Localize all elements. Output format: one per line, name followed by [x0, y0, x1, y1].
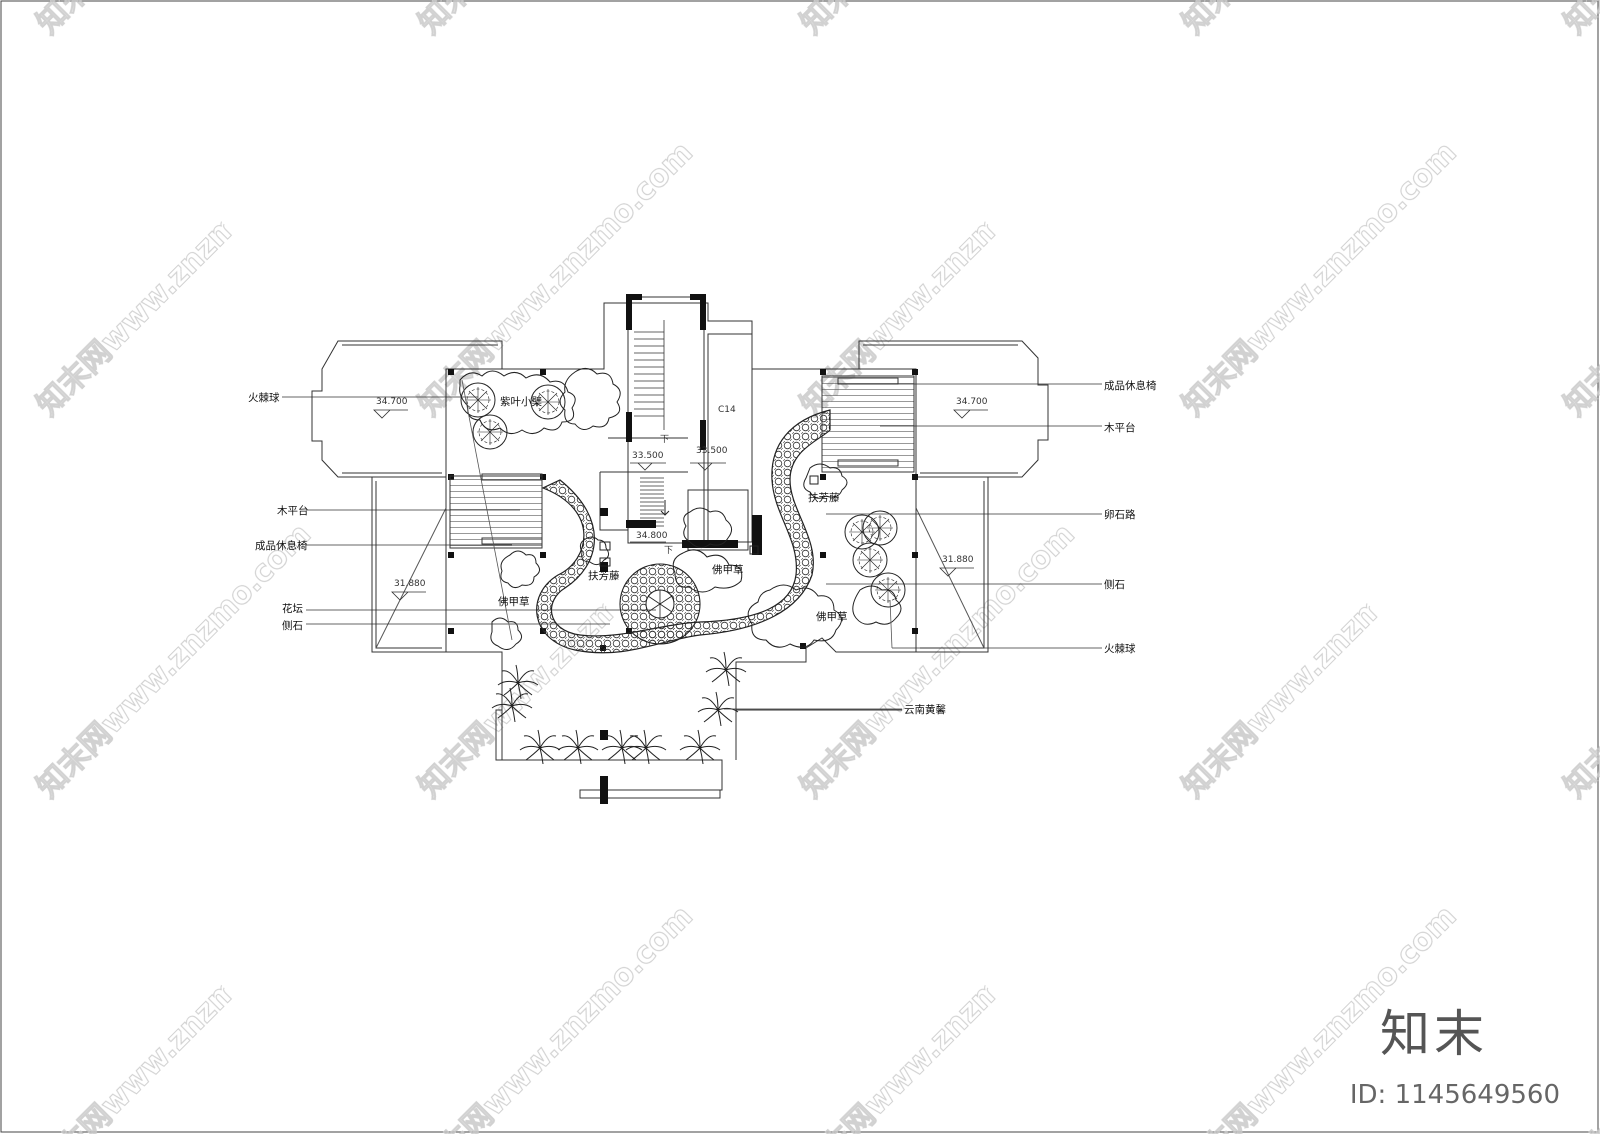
label-stonecrop-center: 佛甲草: [712, 563, 744, 576]
labels-right: 成品休息椅 木平台 卵石路 侧石 火棘球 云南黄馨: [904, 379, 1157, 716]
label-deck-left: 木平台: [277, 504, 309, 517]
label-stonecrop-right: 佛甲草: [816, 610, 848, 623]
brand-logo: 知末: [1380, 1005, 1488, 1063]
label-deck-right: 木平台: [1104, 421, 1136, 434]
elevation-top-left: 34.700: [376, 397, 408, 407]
stair-down-mark-1: 下: [660, 435, 669, 445]
elevation-values: 34.700 34.700 31.880 31.880 33.500 33.50…: [376, 397, 988, 589]
label-firethorn-left: 火棘球: [248, 391, 280, 404]
elevation-bottom-left: 31.880: [394, 579, 426, 589]
label-stonecrop-left: 佛甲草: [498, 595, 530, 608]
elevation-top-right: 34.700: [956, 397, 988, 407]
small-symbols: [599, 475, 819, 567]
roof-outline-right: [446, 302, 917, 711]
label-firethorn-right: 火棘球: [1104, 642, 1136, 655]
window-code: C14: [718, 405, 736, 415]
label-jasmine: 云南黄馨: [904, 703, 946, 716]
label-purple-barberry: 紫叶小檗: [500, 395, 542, 408]
label-bench-left: 成品休息椅: [255, 539, 308, 552]
landing: [687, 489, 749, 551]
label-wintercreeper-right: 扶芳藤: [808, 491, 840, 504]
elevation-bottom-right: 31.880: [942, 555, 974, 565]
shrub-masses: [459, 368, 902, 650]
parapet: [579, 789, 721, 799]
brand-id: ID: 1145649560: [1349, 1080, 1560, 1110]
label-pebble-path: 卵石路: [1104, 508, 1136, 521]
elevation-stair-low: 34.800: [636, 531, 668, 541]
elevation-stair-right: 33.500: [696, 446, 728, 456]
labels-left: 火棘球 木平台 成品休息椅 花坛 侧石: [248, 391, 309, 632]
pebble-path: [536, 409, 831, 654]
label-curb-left: 侧石: [282, 619, 303, 632]
wooden-deck-right: [821, 375, 915, 473]
leader-lines: [282, 379, 1102, 710]
wooden-deck-left: [449, 473, 543, 549]
elevation-symbols: [373, 409, 988, 601]
label-bench-right: 成品休息椅: [1104, 379, 1157, 392]
plant-labels: 紫叶小檗 扶芳藤 扶芳藤 佛甲草 佛甲草 佛甲草: [498, 395, 848, 623]
stair-down-mark-2: 下: [664, 546, 673, 556]
label-flowerbed: 花坛: [282, 602, 303, 615]
elevation-stair-left: 33.500: [632, 451, 664, 461]
label-wintercreeper-left: 扶芳藤: [588, 569, 620, 582]
label-curb-right: 侧石: [1104, 578, 1125, 591]
